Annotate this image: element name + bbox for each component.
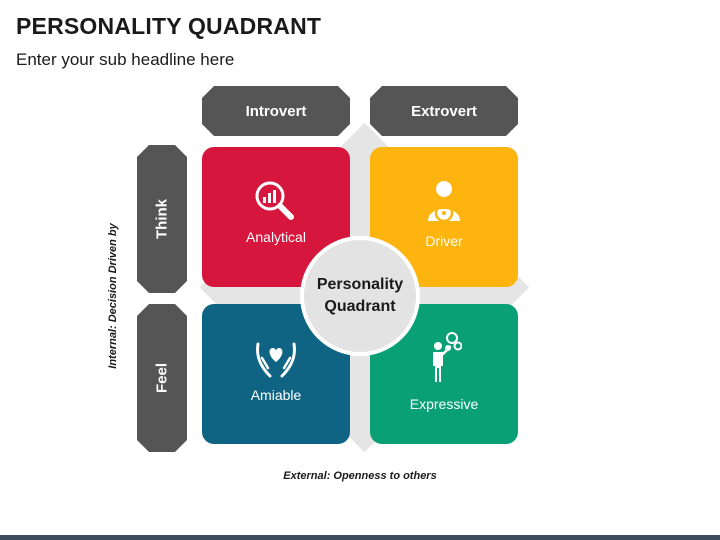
column-header-introvert: Introvert bbox=[202, 86, 350, 136]
row-header-think: Think bbox=[137, 145, 187, 293]
center-circle: Personality Quadrant bbox=[300, 236, 420, 356]
quadrant-label-amiable: Amiable bbox=[250, 387, 302, 403]
footer-bar bbox=[0, 535, 720, 540]
quadrant-label-expressive: Expressive bbox=[409, 396, 479, 412]
quadrant-label-driver: Driver bbox=[425, 233, 463, 249]
heart-hands-icon bbox=[202, 342, 350, 380]
row-header-feel-label: Feel bbox=[153, 362, 171, 394]
page-title: PERSONALITY QUADRANT bbox=[16, 13, 322, 39]
person-ideas-icon bbox=[370, 332, 518, 384]
row-header-think-label: Think bbox=[153, 199, 171, 239]
center-line-1: Personality bbox=[316, 276, 404, 293]
center-line-2: Quadrant bbox=[324, 298, 396, 315]
x-axis-label: External: Openness to others bbox=[283, 470, 437, 482]
driver-steering-icon bbox=[370, 179, 518, 223]
quadrant-label-analytical: Analytical bbox=[246, 229, 306, 245]
page-subtitle: Enter your sub headline here bbox=[16, 50, 235, 69]
column-header-extrovert: Extrovert bbox=[370, 86, 518, 136]
row-header-feel: Feel bbox=[137, 304, 187, 452]
magnifier-chart-icon bbox=[202, 179, 350, 221]
y-axis-label: Internal: Decision Driven by bbox=[107, 223, 119, 369]
quadrant-analytical: Analytical bbox=[202, 147, 350, 287]
